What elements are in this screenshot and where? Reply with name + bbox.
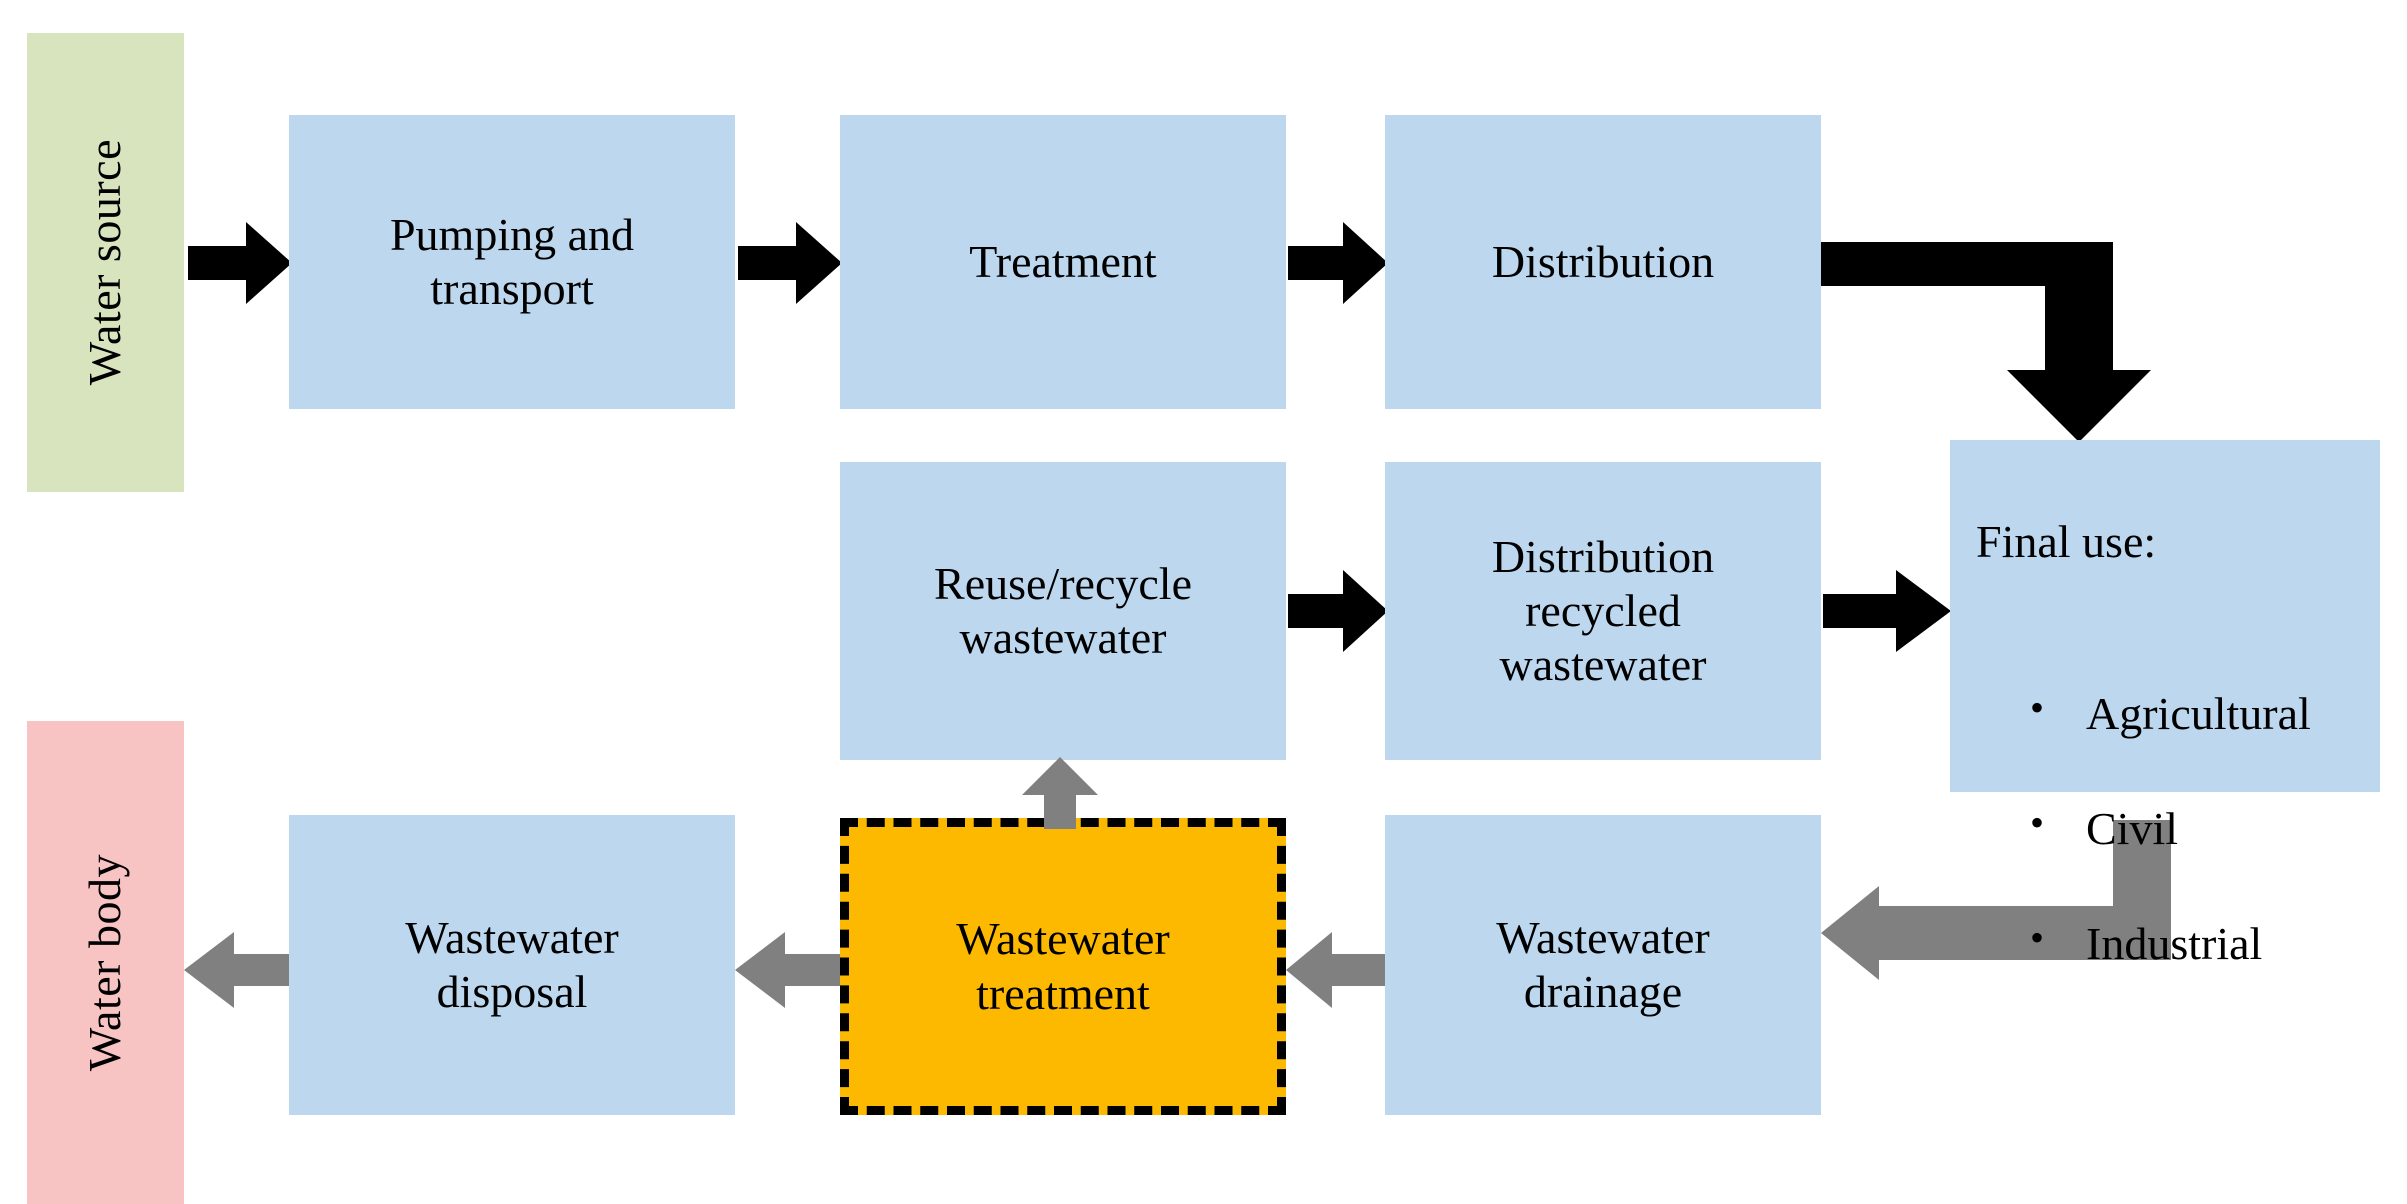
box-final-use: Final use: Agricultural Civil Industrial xyxy=(1950,440,2380,969)
box-pumping-and-transport: Pumping and transport xyxy=(289,115,735,409)
final-use-item-industrial: Industrial xyxy=(2030,912,2380,975)
final-use-title: Final use: xyxy=(1976,516,2157,568)
final-use-list: Agricultural Civil Industrial xyxy=(1976,629,2380,1028)
arrow-reuse-to-distribution-recycled xyxy=(1288,570,1388,652)
water-body-rail: Water body xyxy=(27,721,184,1204)
box-reuse-recycle-wastewater-label: Reuse/recycle wastewater xyxy=(934,557,1192,663)
box-wastewater-drainage: Wastewater drainage xyxy=(1385,815,1821,1115)
arrow-wastewater-treatment-to-reuse xyxy=(1022,757,1098,829)
arrow-pumping-to-treatment xyxy=(738,222,842,304)
box-wastewater-treatment-label: Wastewater treatment xyxy=(956,913,1170,1019)
arrow-wastewater-treatment-to-disposal xyxy=(735,932,843,1008)
box-distribution-recycled-wastewater: Distribution recycled wastewater xyxy=(1385,462,1821,760)
box-wastewater-drainage-label: Wastewater drainage xyxy=(1496,911,1710,1017)
box-distribution-recycled-wastewater-label: Distribution recycled wastewater xyxy=(1491,530,1715,691)
final-use-item-civil: Civil xyxy=(2030,797,2380,860)
arrow-source-to-pumping xyxy=(188,222,292,304)
arrow-drainage-to-wastewater-treatment xyxy=(1286,932,1388,1008)
box-pumping-and-transport-label: Pumping and transport xyxy=(389,208,635,314)
arrow-disposal-to-water-body xyxy=(184,932,292,1008)
box-treatment-label: Treatment xyxy=(969,235,1157,287)
water-body-label: Water body xyxy=(79,853,131,1072)
box-distribution: Distribution xyxy=(1385,115,1821,409)
box-reuse-recycle-wastewater: Reuse/recycle wastewater xyxy=(840,462,1286,760)
water-source-label: Water source xyxy=(79,139,131,386)
box-wastewater-disposal: Wastewater disposal xyxy=(289,815,735,1115)
box-wastewater-treatment: Wastewater treatment xyxy=(840,818,1286,1115)
arrow-treatment-to-distribution xyxy=(1288,222,1388,304)
arrow-distribution-to-final-use xyxy=(1821,242,2181,442)
box-wastewater-disposal-label: Wastewater disposal xyxy=(405,911,619,1017)
final-use-item-agricultural: Agricultural xyxy=(2030,682,2380,745)
box-treatment: Treatment xyxy=(840,115,1286,409)
water-source-rail: Water source xyxy=(27,33,184,492)
box-distribution-label: Distribution xyxy=(1491,235,1715,287)
arrow-distribution-recycled-to-final-use xyxy=(1823,570,1951,652)
